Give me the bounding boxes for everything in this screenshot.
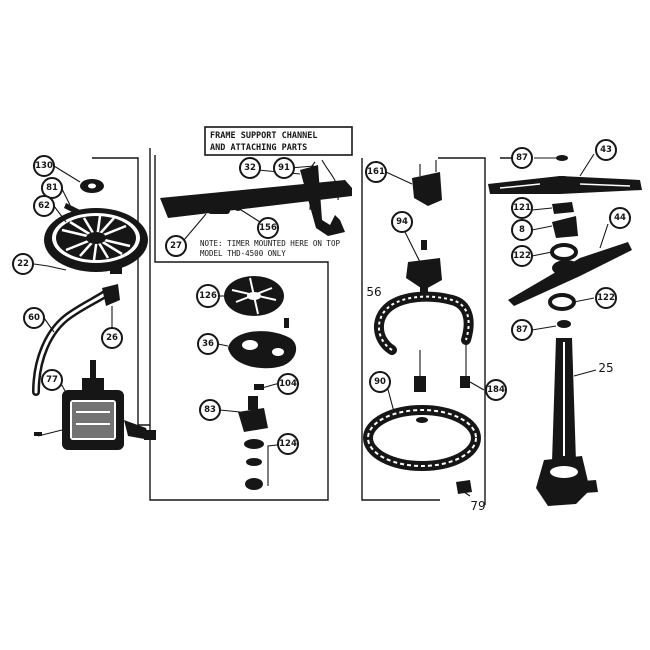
callout-122-lower: 122: [595, 287, 617, 309]
callout-62: 62: [33, 195, 55, 217]
svg-text:43: 43: [600, 145, 612, 155]
heater-group: [363, 160, 481, 494]
svg-text:62: 62: [38, 201, 50, 211]
callout-83: 83: [199, 399, 221, 421]
callout-22: 22: [12, 253, 34, 275]
callout-104: 104: [277, 373, 299, 395]
callout-156: 156: [257, 217, 279, 239]
callout-36: 36: [197, 333, 219, 355]
svg-text:121: 121: [513, 203, 531, 213]
svg-text:8: 8: [519, 225, 525, 235]
callout-122-upper: 122: [511, 245, 533, 267]
callout-26: 26: [101, 327, 123, 349]
svg-text:130: 130: [35, 161, 53, 171]
inset-title-line1: FRAME SUPPORT CHANNEL: [210, 131, 317, 141]
callout-121: 121: [511, 197, 533, 219]
callout-bubbles: 130 81 62 22 60 26 77 32 91 27 156 126 3…: [12, 139, 631, 513]
svg-text:22: 22: [17, 259, 29, 269]
pump-group: [224, 276, 297, 490]
label-79: 79: [470, 499, 485, 513]
svg-text:122: 122: [597, 293, 615, 303]
label-56: 56: [366, 285, 381, 299]
pump-motor: [34, 360, 156, 450]
svg-text:124: 124: [279, 439, 297, 449]
callout-94: 94: [391, 211, 413, 233]
callout-184: 184: [485, 379, 507, 401]
svg-text:60: 60: [28, 313, 40, 323]
svg-text:44: 44: [614, 213, 626, 223]
callout-87-lower: 87: [511, 319, 533, 341]
callout-87-upper: 87: [511, 147, 533, 169]
svg-text:77: 77: [46, 375, 58, 385]
callout-91: 91: [273, 157, 295, 179]
inset-title-line2: AND ATTACHING PARTS: [210, 143, 307, 153]
callout-43: 43: [595, 139, 617, 161]
callout-161: 161: [365, 161, 387, 183]
svg-text:104: 104: [279, 379, 297, 389]
svg-text:36: 36: [202, 339, 214, 349]
callout-32: 32: [239, 157, 261, 179]
svg-text:161: 161: [367, 167, 385, 177]
callout-27: 27: [165, 235, 187, 257]
callout-44: 44: [609, 207, 631, 229]
callout-60: 60: [23, 307, 45, 329]
svg-text:32: 32: [244, 163, 256, 173]
svg-text:184: 184: [487, 385, 505, 395]
label-25: 25: [598, 361, 613, 375]
svg-text:27: 27: [170, 241, 182, 251]
svg-text:81: 81: [46, 183, 58, 193]
spray-arm-group: [488, 155, 642, 506]
svg-text:87: 87: [516, 153, 528, 163]
svg-text:126: 126: [199, 291, 217, 301]
svg-text:90: 90: [374, 377, 386, 387]
motor-group: [32, 179, 156, 450]
callout-8: 8: [511, 219, 533, 241]
svg-text:122: 122: [513, 251, 531, 261]
leader-lines: [33, 153, 609, 497]
callout-126: 126: [196, 284, 220, 308]
svg-text:26: 26: [106, 333, 118, 343]
svg-text:91: 91: [278, 163, 290, 173]
impeller-disc: [44, 208, 148, 274]
callout-81: 81: [41, 177, 63, 199]
svg-text:94: 94: [396, 217, 408, 227]
callout-124: 124: [277, 433, 299, 455]
inset-note-line1: NOTE: TIMER MOUNTED HERE ON TOP: [200, 239, 340, 248]
svg-text:156: 156: [259, 223, 277, 233]
callout-130: 130: [33, 155, 55, 177]
spray-tube: [536, 338, 598, 506]
callout-77: 77: [41, 369, 63, 391]
svg-text:83: 83: [204, 405, 216, 415]
frame-support-inset: FRAME SUPPORT CHANNEL AND ATTACHING PART…: [154, 126, 353, 263]
inset-note-line2: MODEL THD-4500 ONLY: [200, 249, 286, 258]
callout-90: 90: [369, 371, 391, 393]
frame-support-channel: [160, 180, 352, 218]
group-frames: [92, 148, 528, 505]
svg-text:87: 87: [516, 325, 528, 335]
